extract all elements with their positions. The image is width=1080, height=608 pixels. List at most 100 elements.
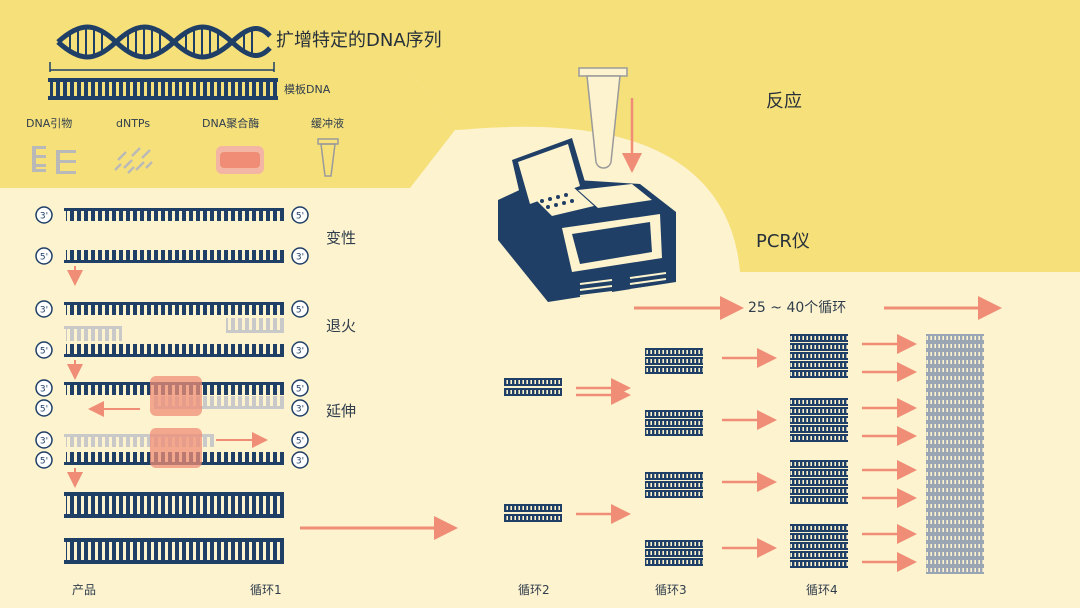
strand-end-label: 3' <box>296 347 304 357</box>
strand-end-label: 3' <box>40 385 48 395</box>
dna-product-block <box>645 481 703 489</box>
strand-end-marker: 5' <box>291 300 309 318</box>
flow-arrows <box>300 296 1002 572</box>
dna-product-block <box>926 382 984 390</box>
strand-end-label: 5' <box>40 347 48 357</box>
dna-product-block <box>645 366 703 374</box>
dna-product-block <box>504 388 562 396</box>
footer-product: 产品 <box>72 583 97 597</box>
primer-label: DNA引物 <box>26 117 73 130</box>
dna-product-block <box>926 414 984 422</box>
strand-end-marker: 3' <box>291 341 309 359</box>
dna-product-block <box>790 407 848 415</box>
dna-product-block <box>926 446 984 454</box>
dna-product-block <box>926 470 984 478</box>
dna-product-block <box>504 378 562 386</box>
strand-end-label: 5' <box>296 437 304 447</box>
dna-product-block <box>645 419 703 427</box>
dna-product-block <box>790 533 848 541</box>
step-anneal: 退火 <box>326 317 357 335</box>
dna-helix-icon <box>49 24 275 72</box>
dna-product-block <box>790 551 848 559</box>
dna-product-block <box>926 558 984 566</box>
cycle-count-label: 25 ~ 40个循环 <box>748 300 847 316</box>
dna-product-block <box>926 406 984 414</box>
dna-product-block <box>790 496 848 504</box>
dna-product-block <box>645 428 703 436</box>
dna-product-block <box>926 462 984 470</box>
dna-product-block <box>645 490 703 498</box>
strand-end-marker: 3' <box>291 247 309 265</box>
step-extend: 延伸 <box>326 402 357 420</box>
strand-end-marker: 5' <box>35 341 53 359</box>
strand-end-label: 3' <box>40 306 48 316</box>
step-denature: 变性 <box>326 229 357 247</box>
dna-product-block <box>645 558 703 566</box>
strand-end-marker: 3' <box>291 399 309 417</box>
reagent-band <box>0 72 455 188</box>
dna-product-block <box>926 334 984 342</box>
footer-cycle1: 循环1 <box>250 583 282 597</box>
dna-product-block <box>790 425 848 433</box>
strand-end-label: 5' <box>296 212 304 222</box>
pcr-machine-label: PCR仪 <box>756 231 810 252</box>
dna-product-block <box>926 526 984 534</box>
footer-cycle4: 循环4 <box>806 583 838 597</box>
dna-product-block <box>926 534 984 542</box>
dna-product-block <box>790 434 848 442</box>
dna-product-block <box>926 478 984 486</box>
dna-product-block <box>926 430 984 438</box>
dna-product-block <box>926 358 984 366</box>
dna-product-block <box>790 560 848 568</box>
dna-product-block <box>645 472 703 480</box>
template-dna-label: 模板DNA <box>284 83 331 96</box>
dna-primer-icon <box>32 146 76 174</box>
dna-product-block <box>645 357 703 365</box>
strand-end-marker: 3' <box>291 451 309 469</box>
dna-product-block <box>926 518 984 526</box>
pcr-machine-icon <box>498 138 676 302</box>
footer-cycle2: 循环2 <box>518 583 550 597</box>
dna-polymerase-icon <box>216 146 264 174</box>
strand-end-label: 5' <box>296 306 304 316</box>
dna-product-block <box>790 398 848 406</box>
dna-product-block <box>926 350 984 358</box>
dna-product-block <box>790 352 848 360</box>
footer-cycle3: 循环3 <box>655 583 687 597</box>
dna-product-block <box>926 366 984 374</box>
strand-end-label: 3' <box>296 253 304 263</box>
dna-product-block <box>926 510 984 518</box>
strand-end-label: 3' <box>296 405 304 415</box>
reaction-label: 反应 <box>766 91 802 112</box>
dna-product-block <box>926 374 984 382</box>
dna-product-block <box>790 416 848 424</box>
dna-product-block <box>926 390 984 398</box>
strand-end-label: 5' <box>40 253 48 263</box>
dna-product-block <box>504 514 562 522</box>
strand-end-marker: 3' <box>35 431 53 449</box>
dna-product-block <box>790 478 848 486</box>
template-dna-ladder <box>48 78 278 100</box>
dna-product-block <box>926 502 984 510</box>
dntps-label: dNTPs <box>116 117 151 130</box>
dna-product-block <box>926 422 984 430</box>
pcr-process-strands <box>64 208 284 564</box>
strand-end-marker: 5' <box>291 379 309 397</box>
strand-end-marker: 5' <box>35 399 53 417</box>
dna-product-block <box>926 398 984 406</box>
dna-product-block <box>790 334 848 342</box>
strand-end-label: 3' <box>40 212 48 222</box>
strand-end-marker: 5' <box>35 451 53 469</box>
dna-product-block <box>645 549 703 557</box>
dna-product-block <box>926 454 984 462</box>
dna-product-block <box>504 504 562 512</box>
dna-product-block <box>926 494 984 502</box>
diagram-title: 扩增特定的DNA序列 <box>276 30 442 51</box>
strand-end-label: 5' <box>40 457 48 467</box>
dna-product-block <box>790 370 848 378</box>
dna-product-block <box>926 342 984 350</box>
strand-end-marker: 3' <box>35 300 53 318</box>
dna-product-block <box>926 566 984 574</box>
